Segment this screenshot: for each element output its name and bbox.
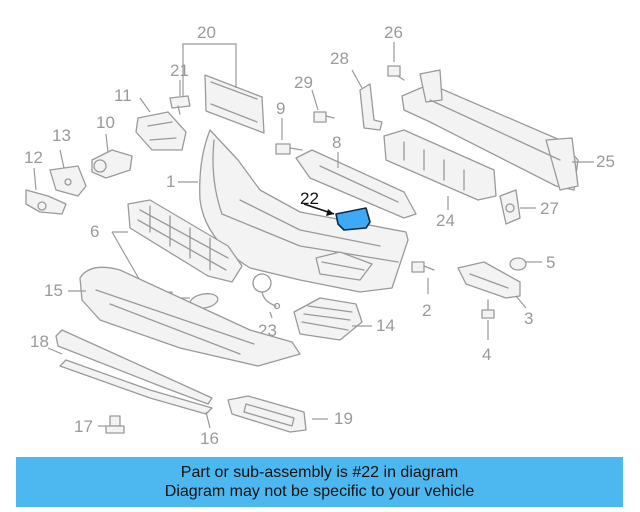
part-6-grille [111,199,243,299]
callout-1: 1 [166,172,175,191]
part-29-bolt [311,89,335,123]
part-1-bumper-cover [178,129,409,293]
callout-9: 9 [276,99,285,118]
callout-10: 10 [96,113,115,132]
callout-27: 27 [540,199,559,218]
callout-24: 24 [436,211,455,230]
callout-21: 21 [170,61,189,80]
callout-3: 3 [524,309,533,328]
part-4-screw [481,299,495,340]
callout-4: 4 [482,345,491,364]
part-12-sensor [25,167,67,215]
part-18-lip [47,329,213,405]
part-9-bolt [275,118,303,155]
callout-6: 6 [90,222,99,241]
part-11-sensor-bracket [135,97,187,151]
part-28-bracket [351,69,383,131]
callout-26: 26 [384,23,403,42]
part-27-bracket [499,189,536,225]
part-25-reinforcement-beam [401,69,594,191]
callout-29: 29 [294,73,313,92]
part-23-cap [252,273,281,319]
part-3-side-bracket [457,261,527,309]
callout-28: 28 [330,49,349,68]
part-20-license-bracket [182,43,265,134]
callout-14: 14 [376,316,395,335]
part-19-fog-trim [227,395,328,433]
part-22-highlighted-cap [303,203,371,231]
callout-12: 12 [24,148,43,167]
callout-22: 22 [300,189,319,208]
part-24-absorber [383,129,497,210]
callout-11: 11 [114,86,132,105]
callout-20: 20 [197,23,216,42]
part-10-parking-sensor [91,133,133,179]
part-16-strip [59,359,213,429]
part-8-upper-bracket [295,149,417,219]
part-13-holder [49,149,87,197]
info-banner: Part or sub-assembly is #22 in diagram D… [16,457,623,507]
callout-19: 19 [334,409,353,428]
banner-line-2: Diagram may not be specific to your vehi… [164,483,475,500]
callout-8: 8 [332,133,341,152]
callout-5: 5 [546,253,555,272]
part-21-clip [169,80,191,115]
callout-17: 17 [74,417,93,436]
exploded-parts-diagram: 20 21 11 10 13 12 1 [24,23,615,448]
callout-15: 15 [44,281,63,300]
callout-16: 16 [200,429,219,448]
part-14-vent-grille [293,297,372,341]
part-15-lower-shield [68,266,301,367]
part-2-bolt [411,261,435,294]
banner-line-1: Part or sub-assembly is #22 in diagram [180,464,459,481]
callout-25: 25 [596,152,615,171]
callout-13: 13 [52,126,71,145]
callout-18: 18 [30,332,49,351]
callout-2: 2 [422,301,431,320]
part-17-screw [98,415,125,434]
part-5-nut [509,257,542,271]
part-26-bolt [387,42,405,81]
